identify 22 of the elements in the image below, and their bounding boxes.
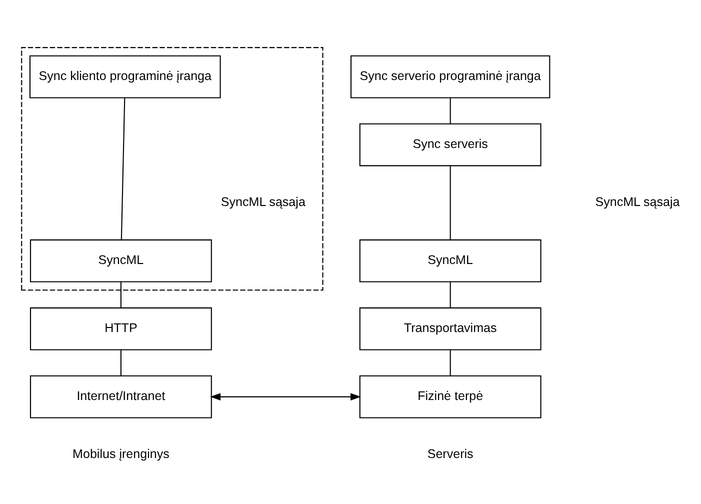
node-box: SyncML xyxy=(29,238,212,282)
node-box: Sync kliento programinė įranga xyxy=(28,54,220,98)
connector xyxy=(449,165,450,240)
label: Mobilus įrenginys xyxy=(72,446,169,461)
label: SyncML sąsaja xyxy=(220,194,305,209)
connector xyxy=(120,282,121,308)
node-box: Sync serveris xyxy=(358,122,541,166)
label: SyncML sąsaja xyxy=(594,194,680,209)
node-box: Transportavimas xyxy=(358,306,541,350)
label: Serveris xyxy=(426,446,473,461)
cluster xyxy=(20,46,323,290)
connector xyxy=(120,350,121,376)
node-box: SyncML xyxy=(358,238,541,282)
arrow xyxy=(210,392,361,400)
connector xyxy=(449,350,450,376)
node-box: HTTP xyxy=(29,306,212,350)
connector xyxy=(120,98,125,240)
node-box: Sync serverio programinė įranga xyxy=(350,54,550,98)
connector xyxy=(449,98,450,124)
node-box: Internet/Intranet xyxy=(29,374,212,418)
node-box: Fizinė terpė xyxy=(358,374,541,418)
connector xyxy=(449,282,450,308)
